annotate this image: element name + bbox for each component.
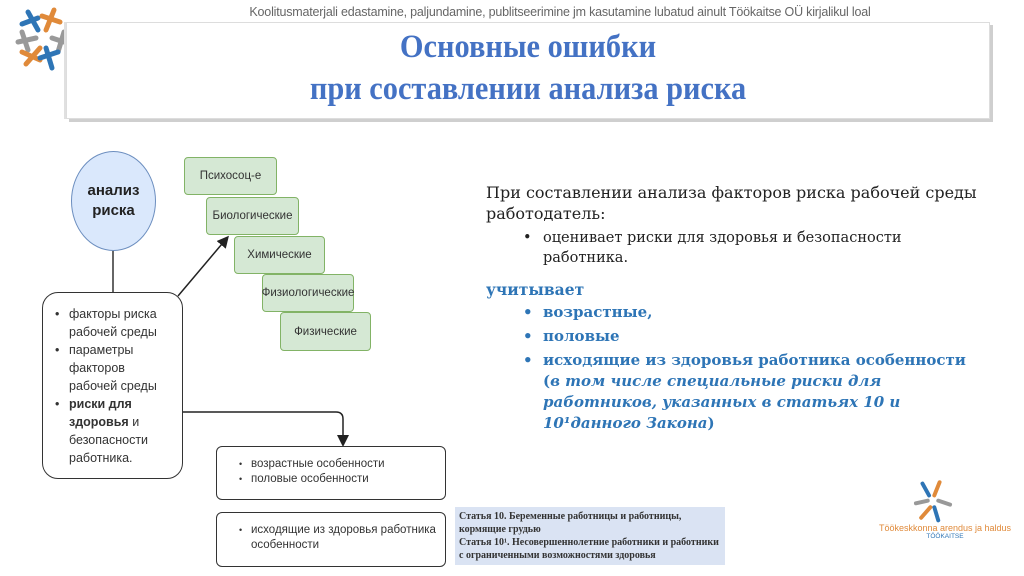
bullet-gender: половые: [486, 326, 986, 347]
list-item: параметры факторов рабочей среды: [55, 341, 176, 395]
considers-heading: учитывает: [486, 280, 585, 299]
list-item: исходящие из здоровья работника особенно…: [239, 523, 445, 553]
age-gender-box: возрастные особенности половые особеннос…: [216, 446, 446, 500]
footer-logo-text: Töökeskkonna arendus ja haldus: [878, 523, 1012, 533]
factor-chemical: Химические: [234, 236, 325, 274]
list-item: половые особенности: [239, 472, 445, 487]
close-paren: ): [707, 414, 715, 432]
title-box: Основные ошибки при составлении анализа …: [66, 22, 990, 119]
health-text: исходящие из здоровья работника особенно…: [543, 351, 966, 390]
factor-biological: Биологические: [206, 197, 299, 235]
bullet-health: исходящие из здоровья работника особенно…: [486, 350, 986, 434]
circle-label-2: риска: [92, 202, 135, 219]
law-articles-note: Статья 10. Беременные работницы и работн…: [455, 507, 725, 565]
bullet-age: возрастные,: [486, 302, 986, 323]
factor-physical: Физические: [280, 312, 371, 351]
page-title-line1: Основные ошибки: [399, 29, 657, 65]
list-item: возрастные особенности: [239, 457, 445, 472]
risk-analysis-node: анализ риска: [71, 151, 156, 251]
footer-logo-sub: TÖÖKAITSE: [926, 533, 964, 540]
features-arrow: [183, 411, 349, 447]
factor-physiological: Физиологические: [262, 274, 354, 312]
right-text-block: При составлении анализа факторов риска р…: [486, 182, 986, 434]
circle-label-1: анализ: [87, 182, 140, 199]
factor-psychosocial: Психосоц-е: [184, 157, 277, 195]
rest-text: и безопасности работника.: [69, 415, 149, 465]
list-item: факторы риска рабочей среды: [55, 305, 176, 341]
footer-logo-icon: [913, 480, 953, 523]
list-item: риски для здоровья и безопасности работн…: [55, 395, 176, 467]
factors-arrow: [177, 235, 229, 297]
company-logo: [15, 7, 73, 71]
bullet-assess: оценивает риски для здоровья и безопасно…: [486, 228, 986, 268]
main-factors-box: факторы риска рабочей среды параметры фа…: [42, 292, 183, 479]
health-box: исходящие из здоровья работника особенно…: [216, 512, 446, 567]
note-article-10-1: Статья 10¹. Несовершеннолетние работники…: [459, 537, 719, 561]
intro-text: При составлении анализа факторов риска р…: [486, 183, 977, 223]
health-italic: в том числе специальные риски для работн…: [543, 372, 901, 432]
page-title-line2: при составлении анализа риска: [309, 71, 747, 107]
copyright-notice: Koolitusmaterjali edastamine, paljundami…: [249, 5, 871, 19]
note-article-10: Статья 10. Беременные работницы и работн…: [459, 511, 682, 535]
bold-text: риски для здоровья: [69, 397, 132, 429]
